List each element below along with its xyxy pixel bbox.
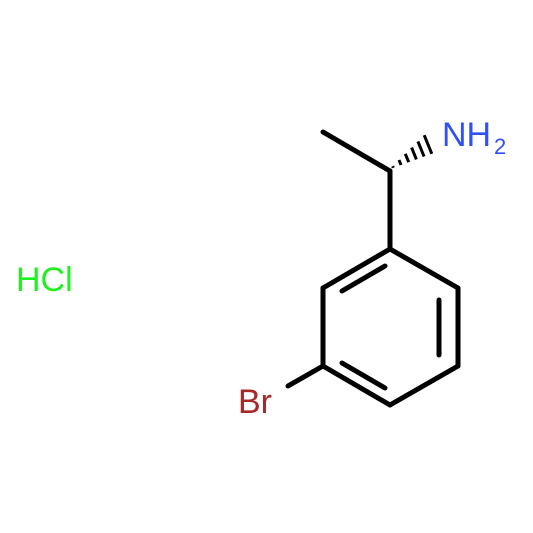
bromine-bond [285, 363, 326, 389]
hash-line [416, 140, 426, 158]
methyl-bond [320, 129, 393, 174]
amine-subscript: 2 [494, 134, 506, 159]
hash-line [391, 165, 395, 169]
ring-bond-4 [320, 363, 393, 408]
hashed-wedge-bond [391, 134, 434, 169]
hash-line [403, 153, 411, 163]
hash-line [410, 147, 418, 160]
bromine-label: Br [238, 383, 272, 421]
benzene-ring [320, 246, 461, 408]
ring-bond-3 [387, 363, 461, 408]
hash-line [422, 134, 434, 155]
hcl-label: HCl [16, 261, 73, 299]
ring-bond-6 [320, 246, 393, 291]
hash-line [397, 159, 403, 166]
ring-double-bond-inner-2 [339, 360, 388, 391]
amine-label: NH [442, 116, 491, 154]
ring-double-bond-inner-3 [339, 263, 388, 294]
ring-bond-1 [387, 246, 461, 291]
